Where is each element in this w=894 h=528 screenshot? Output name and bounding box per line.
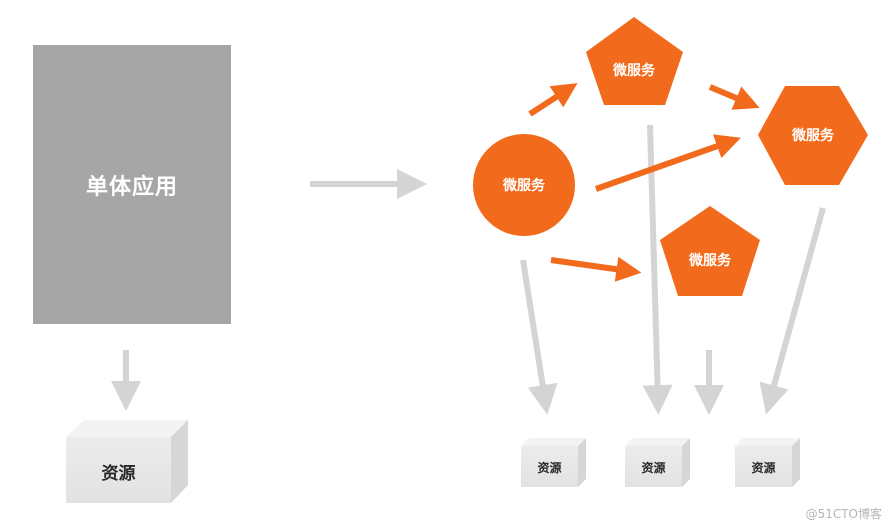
service-arrow-pentagon-to-hexagon: [708, 84, 760, 110]
monolith-label: 单体应用: [85, 174, 178, 200]
microservice-label: 微服务: [689, 253, 731, 269]
service-to-resource-arrow-4: [759, 207, 826, 415]
resource-cube-1: [521, 438, 586, 487]
monolith-block: 单体应用: [33, 45, 231, 324]
service-to-resource-arrow-1: [520, 259, 558, 415]
microservice-label: 微服务: [792, 128, 834, 144]
microservice-hexagon: [758, 86, 868, 185]
monolith-resource-cube: [66, 420, 188, 503]
microservice-circle: [473, 134, 575, 236]
resource-cube-2: [625, 438, 690, 487]
microservice-label: 微服务: [613, 63, 655, 79]
resource-label: 资源: [751, 461, 776, 475]
microservice-pentagon-top: [586, 17, 683, 105]
service-arrow-circle-to-lower-pentagon: [550, 256, 642, 282]
microservice-pentagon-bottom: [660, 206, 760, 296]
resource-label: 资源: [537, 461, 562, 475]
microservice-label: 微服务: [503, 178, 545, 194]
resource-cube-3: [735, 438, 800, 487]
monolith-resource-label: 资源: [101, 464, 136, 484]
resource-label: 资源: [641, 461, 666, 475]
service-arrow-circle-to-pentagon: [528, 83, 578, 117]
service-arrow-circle-to-hexagon: [595, 134, 741, 192]
watermark: @51CTO博客: [805, 507, 882, 521]
